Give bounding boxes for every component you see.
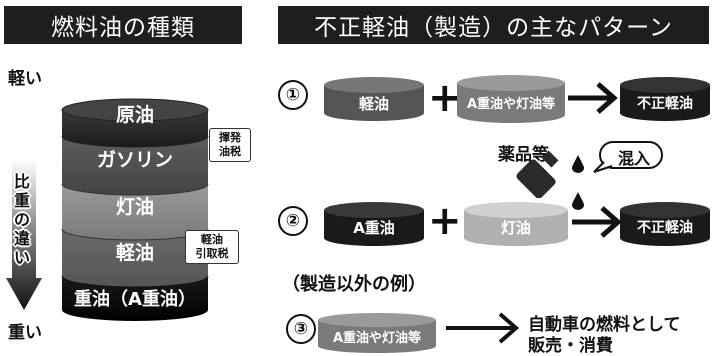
- gravity-arrow-icon: [6, 160, 42, 310]
- pattern2-kerosene-barrel: [464, 202, 568, 246]
- arrow-right-icon: [446, 312, 520, 344]
- pattern3-heavy-kerosene-barrel: [318, 313, 436, 353]
- pattern2-a-label: A重油: [353, 219, 395, 237]
- gravity-label: 比重の違い: [13, 172, 30, 267]
- non-manufacturing-label: （製造以外の例）: [282, 274, 426, 295]
- pattern1-number: ①: [278, 80, 308, 110]
- pattern1-a-label: 軽油: [358, 95, 389, 113]
- pattern1-result-label: 不正軽油: [637, 96, 693, 112]
- pattern2-result-label: 不正軽油: [637, 220, 693, 236]
- pattern1-heavy-kerosene-barrel: [457, 75, 565, 123]
- heavy-label: 重い: [8, 323, 42, 343]
- pattern3-result-line2: 販売・消費: [528, 336, 613, 356]
- light-label: 軽い: [8, 69, 42, 89]
- pattern2-illegal-diesel-barrel: [620, 202, 710, 246]
- tag-line: 軽油: [201, 233, 223, 246]
- fuel-drum-stack: [61, 98, 209, 321]
- tag-line: 油税: [219, 145, 241, 158]
- heavy-oil-label: 重油（A重油）: [74, 289, 196, 310]
- fuel-types-title: 燃料油の種類: [4, 6, 242, 44]
- chemical-bottle-icon: [516, 150, 559, 198]
- tag-line: 引取税: [195, 247, 229, 260]
- drop-icon: [572, 192, 584, 210]
- pattern3-result-line1: 自動車の燃料として: [528, 315, 681, 335]
- pattern1-illegal-diesel-barrel: [620, 77, 710, 121]
- pattern3-a-label: A重油や灯油等: [332, 331, 422, 346]
- plus-icon: +: [428, 75, 462, 121]
- pattern2-number: ②: [278, 206, 308, 236]
- illegal-diesel-title: 不正軽油（製造）の主なパターン: [278, 6, 709, 44]
- mix-label: 混入: [617, 149, 650, 168]
- arrow-right-icon: [572, 206, 622, 238]
- pattern3-number: ③: [286, 314, 316, 344]
- tag-line: 揮発: [219, 131, 241, 144]
- arrow-right-icon: [568, 82, 618, 114]
- speech-bubble-icon: [593, 141, 663, 173]
- kerosene-label: 灯油: [115, 196, 154, 218]
- chemicals-label: 薬品等: [498, 145, 549, 165]
- gasoline-label: ガソリン: [96, 149, 173, 171]
- pattern2-b-label: 灯油: [500, 219, 531, 237]
- diesel-label: 軽油: [115, 242, 154, 264]
- diesel-delivery-tax-tag: 軽油 引取税: [185, 230, 239, 264]
- volatile-oil-tax-tag: 揮発 油税: [209, 128, 251, 162]
- crude-oil-label: 原油: [115, 104, 154, 126]
- pattern1-b-label: A重油や灯油等: [466, 97, 556, 112]
- drop-icon: [572, 155, 584, 173]
- pattern1-diesel-barrel: [324, 77, 424, 121]
- pattern2-a-heavy-oil-barrel: [324, 202, 424, 246]
- plus-icon: +: [428, 198, 462, 244]
